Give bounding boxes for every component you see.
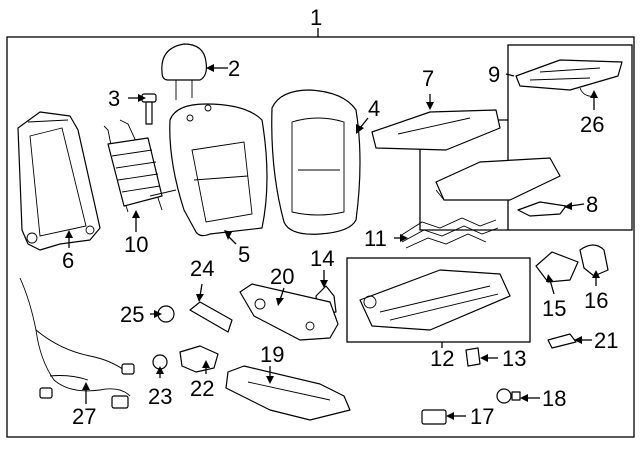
callout-13: 13	[502, 346, 526, 371]
callout-7: 7	[422, 66, 434, 91]
callout-18: 18	[542, 386, 566, 411]
callout-4: 4	[368, 96, 380, 121]
callout-6: 6	[62, 248, 74, 273]
adjuster-subassembly-box	[346, 257, 531, 343]
callout-17: 17	[470, 404, 494, 429]
part-24-recliner-arm	[189, 301, 233, 333]
callout-2: 2	[228, 56, 240, 81]
callout-22: 22	[190, 376, 214, 401]
callout-26: 26	[580, 112, 604, 137]
part-10-lumbar-support	[103, 119, 177, 213]
callout-27: 27	[72, 404, 96, 429]
part-5-seat-back-pad	[169, 103, 268, 237]
callout-11: 11	[364, 226, 387, 251]
callout-25: 25	[120, 302, 144, 327]
callout-10: 10	[124, 232, 148, 257]
callout-15: 15	[542, 296, 566, 321]
callout-12: 12	[430, 346, 454, 371]
callout-3: 3	[108, 86, 120, 111]
callout-9: 9	[488, 62, 500, 87]
callout-24: 24	[190, 256, 214, 281]
part-11-springs	[399, 217, 499, 249]
callout-1: 1	[310, 5, 322, 30]
callout-14: 14	[310, 246, 334, 271]
leader-lines	[65, 64, 600, 420]
part-9-cushion-pan	[515, 59, 623, 97]
callout-labels: 1 2 3 4 5 6 7 8 9 10 11 12 13 14 15 16 1…	[62, 5, 618, 429]
part-12-seat-adjuster	[359, 269, 511, 331]
cushion-pad	[435, 157, 561, 201]
part-13-clip	[465, 347, 481, 367]
callout-16: 16	[584, 288, 608, 313]
callout-20: 20	[270, 264, 294, 289]
callout-8: 8	[586, 192, 598, 217]
part-2-headrest	[161, 43, 207, 100]
part-19-lower-trim	[225, 365, 351, 421]
callout-19: 19	[260, 342, 284, 367]
part-16-trim	[579, 244, 609, 277]
part-27-wiring-harness	[19, 277, 135, 409]
part-20-outer-shield	[239, 283, 339, 341]
part-22-latch	[179, 345, 219, 373]
part-21-cap	[547, 333, 577, 349]
part-15-trim	[535, 251, 579, 283]
part-7-cushion-cover	[371, 109, 501, 151]
part-6-seat-back-frame	[17, 111, 101, 251]
callout-21: 21	[594, 328, 618, 353]
part-8-bracket	[517, 201, 567, 217]
cushion-subassembly-box	[507, 44, 633, 231]
callout-5: 5	[238, 242, 250, 267]
assembly-frame	[6, 36, 635, 438]
part-4-seat-back-cover	[271, 89, 361, 235]
part-18-connector	[496, 388, 521, 404]
part-17-module	[421, 409, 447, 425]
callout-23: 23	[148, 384, 172, 409]
